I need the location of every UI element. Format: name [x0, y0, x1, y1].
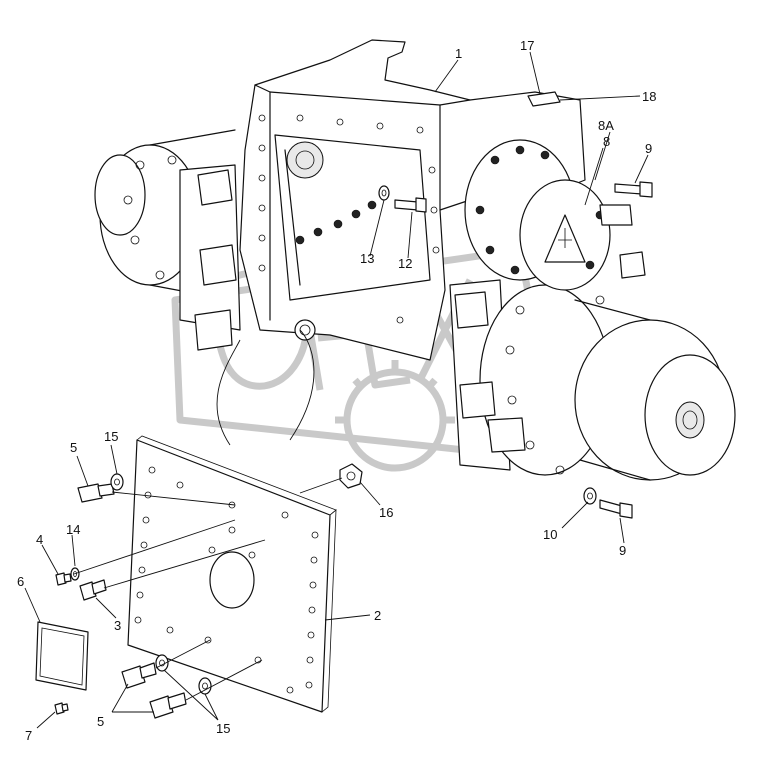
bolt-3	[79, 579, 107, 601]
bolt-9-upper	[614, 181, 653, 198]
left-wheel-hub	[94, 129, 241, 351]
callout-5b: 5	[97, 714, 104, 729]
callout-5a: 5	[70, 440, 77, 455]
callout-4: 4	[36, 532, 43, 547]
callout-1: 1	[455, 46, 462, 61]
cover-6	[35, 621, 89, 691]
callout-10: 10	[543, 527, 557, 542]
washer-10	[583, 487, 597, 505]
callout-13: 13	[360, 251, 374, 266]
bolt-7	[54, 702, 69, 715]
callout-8a: 8A	[598, 118, 614, 133]
assembly-lines	[73, 329, 343, 701]
callout-15b: 15	[216, 721, 230, 736]
bolt-5-upper	[77, 483, 115, 503]
washer-13	[378, 185, 390, 201]
callout-9b: 9	[619, 543, 626, 558]
callout-18: 18	[642, 89, 656, 104]
washer-15-upper	[110, 473, 124, 491]
callout-3: 3	[114, 618, 121, 633]
callout-8: 8	[603, 134, 610, 149]
washer-15-lower-a	[155, 654, 169, 672]
axle-housing	[239, 39, 586, 361]
callout-14: 14	[66, 522, 80, 537]
callout-17: 17	[520, 38, 534, 53]
bolt-4	[55, 572, 72, 586]
right-wheel-hub	[449, 279, 736, 481]
callout-6: 6	[17, 574, 24, 589]
mounting-plate	[127, 435, 337, 713]
final-drive-cover	[464, 139, 646, 291]
callout-16: 16	[379, 505, 393, 520]
bolt-12	[394, 197, 427, 213]
washer-15-lower-b	[198, 677, 212, 695]
callout-9a: 9	[645, 141, 652, 156]
callout-leaders	[24, 51, 649, 729]
gear-watermark-icon	[335, 360, 455, 472]
warning-triangle-icon	[544, 214, 586, 263]
callout-7: 7	[25, 728, 32, 743]
callout-12: 12	[398, 256, 412, 271]
bolt-5-lower-b	[149, 692, 187, 719]
bolt-5-lower-a	[121, 662, 157, 689]
callout-labels: 1 2 3 4 5 5 6 7 8 8A 9 9 10 12 13 14 15 …	[17, 38, 656, 743]
nut-16	[339, 463, 363, 489]
callout-15a: 15	[104, 429, 118, 444]
callout-2: 2	[374, 608, 381, 623]
bolt-9-lower	[599, 499, 633, 519]
